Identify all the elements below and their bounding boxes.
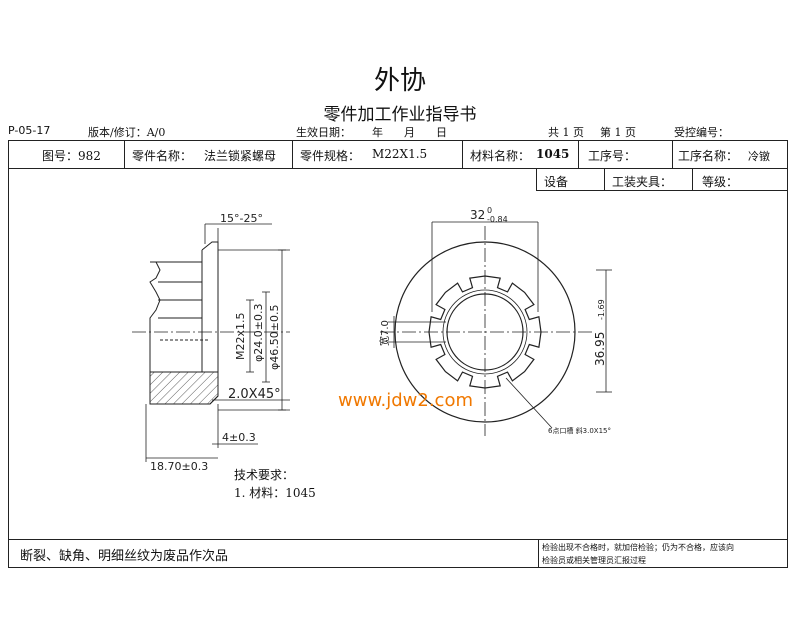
inspection-note-line2: 检验员或相关管理员汇报过程 [542, 556, 646, 565]
watermark-text: www.jdw2.com [338, 390, 473, 411]
cell-divider [462, 140, 463, 168]
flange-diameter-dimension: φ46.50±0.5 [268, 305, 281, 370]
tech-requirements-item: 1. 材料：1045 [234, 486, 316, 500]
equipment-row-divider [536, 190, 788, 191]
footer-cell-divider [538, 539, 539, 568]
equipment-label: 设备 [544, 175, 569, 189]
across-corners-dimension: 36.95 [593, 332, 607, 366]
side-view [132, 241, 290, 405]
document-frame [8, 140, 788, 568]
total-pages: 共 1 页 [548, 126, 584, 139]
document-subtitle: 零件加工作业指导书 [323, 105, 477, 125]
page-number: 第 1 页 [600, 126, 636, 139]
slot-width-dimension: 宽7.0 [378, 320, 391, 346]
controlled-number-label: 受控编号： [674, 126, 729, 139]
across-corners-tolerance: -1.69 [597, 299, 606, 320]
chamfer-dimension: 2.0X45° [228, 387, 281, 402]
cell-divider [292, 140, 293, 168]
day-label: 日 [436, 126, 447, 139]
version-label: 版本/修订：A/0 [88, 126, 166, 139]
drawing-number: 图号：982 [42, 149, 101, 163]
footer-divider [8, 539, 788, 540]
cell-divider [536, 168, 537, 190]
month-label: 月 [404, 126, 415, 139]
part-name-label: 零件名称： [132, 149, 193, 163]
material-label: 材料名称： [470, 149, 531, 163]
tech-requirements-title: 技术要求： [234, 468, 295, 482]
cell-divider [604, 168, 605, 190]
process-name-label: 工序名称： [678, 149, 739, 163]
cell-divider [672, 140, 673, 168]
cell-divider [578, 140, 579, 168]
flange-thickness-dimension: 4±0.3 [222, 431, 256, 444]
grade-label: 等级： [702, 175, 739, 189]
part-name-value: 法兰锁紧螺母 [204, 149, 277, 163]
process-name-value: 冷镦 [748, 150, 770, 163]
info-row-divider [8, 168, 788, 169]
cell-divider [124, 140, 125, 168]
front-dimensions [388, 221, 612, 429]
side-dimensions [145, 223, 290, 462]
front-view [380, 226, 592, 436]
effective-date-label: 生效日期： [296, 126, 351, 139]
castellated-hex [428, 275, 542, 389]
thread-dimension: M22x1.5 [234, 313, 247, 361]
height-dimension: 18.70±0.3 [150, 460, 208, 473]
part-spec-value: M22X1.5 [372, 147, 428, 161]
document-title: 外协 [373, 66, 426, 96]
process-number-label: 工序号： [588, 149, 637, 163]
across-flats-dimension: 32 [470, 208, 485, 222]
cell-divider [692, 168, 693, 190]
doc-code: P-05-17 [8, 124, 51, 137]
tooling-label: 工装夹具： [612, 175, 673, 189]
defect-criteria: 断裂、缺角、明细丝纹为废品作次品 [20, 549, 229, 564]
year-label: 年 [372, 126, 383, 139]
angle-dimension: 15°-25° [220, 212, 263, 225]
slot-callout: 6点口槽 斜3.0X15° [548, 426, 611, 435]
across-flats-tol-bottom: -0.84 [487, 215, 508, 224]
material-value: 1045 [536, 147, 570, 161]
bore-diameter-dimension: φ24.0±0.3 [252, 304, 265, 362]
part-spec-label: 零件规格： [300, 149, 361, 163]
across-flats-tol-top: 0 [487, 206, 492, 215]
inspection-note-line1: 检验出现不合格时，就加倍检验；仍为不合格，应该向 [542, 543, 734, 552]
